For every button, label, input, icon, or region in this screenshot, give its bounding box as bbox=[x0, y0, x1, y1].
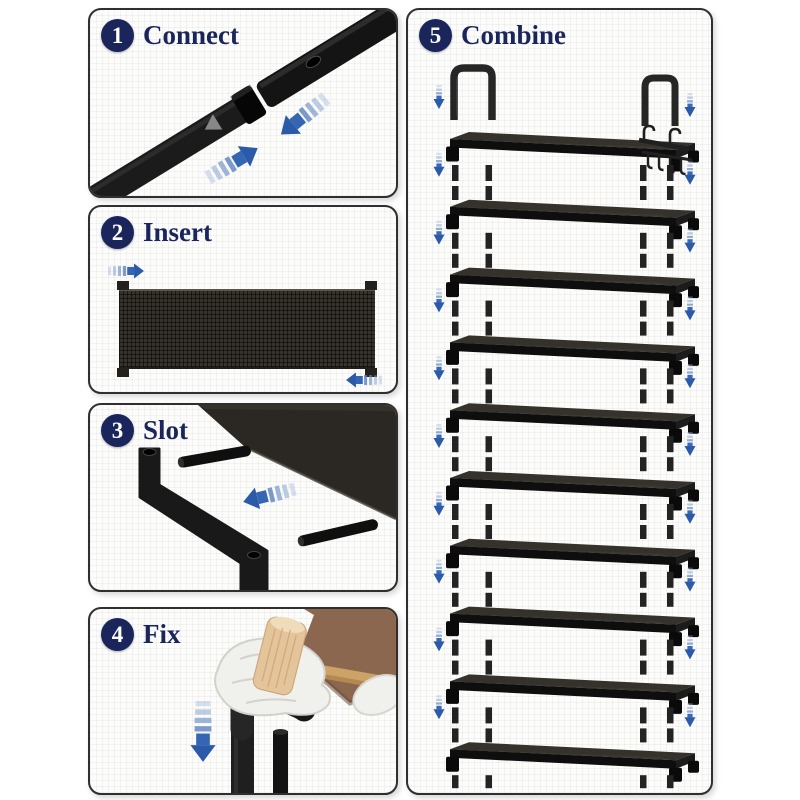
arrow-left-icon bbox=[346, 372, 382, 388]
pole-connect-illustration bbox=[90, 10, 396, 196]
mallet-head bbox=[252, 616, 307, 696]
arrow-down-icon bbox=[684, 93, 696, 117]
step-number-badge: 5 bbox=[419, 19, 452, 52]
shelf-tier bbox=[446, 403, 699, 472]
arrow-down-icon bbox=[433, 695, 445, 720]
shelf-tier bbox=[446, 674, 699, 743]
step-number-badge: 2 bbox=[101, 216, 134, 249]
step-title: Fix bbox=[143, 619, 181, 649]
shelf-tier bbox=[446, 132, 699, 200]
shelf-tier bbox=[446, 335, 699, 404]
shelf-tier bbox=[446, 606, 699, 675]
step-header: 1 Connect bbox=[101, 19, 239, 52]
arrow-down-icon bbox=[684, 160, 696, 185]
rack-tiers bbox=[446, 132, 699, 789]
arrow-down-icon bbox=[433, 559, 445, 584]
arrow-up-right-icon bbox=[201, 137, 264, 189]
side-hook-rack bbox=[638, 124, 693, 176]
mesh-shelf-panel bbox=[117, 281, 377, 377]
step-panel-fix: 4 Fix bbox=[88, 607, 398, 795]
arrow-down-icon bbox=[433, 356, 445, 381]
shelf-corner-tab bbox=[117, 368, 129, 377]
shelf-tube bbox=[177, 445, 251, 468]
arrow-down-icon bbox=[684, 499, 696, 524]
arrow-down-icon bbox=[433, 220, 445, 245]
top-handle-left bbox=[450, 64, 496, 120]
shelf-tier bbox=[446, 267, 699, 336]
shelf-corner-tab bbox=[365, 281, 377, 290]
step-panel-connect: 1 Connect bbox=[88, 8, 398, 198]
top-handle-right bbox=[641, 74, 679, 126]
step-number-badge: 3 bbox=[101, 414, 134, 447]
step-panel-combine: 5 Combine bbox=[406, 8, 713, 795]
arrow-down-icon bbox=[433, 288, 445, 313]
side-bracket bbox=[138, 447, 269, 590]
shelf-corner-tab bbox=[365, 368, 377, 377]
spring-clip bbox=[204, 114, 223, 130]
arrow-down-icon bbox=[433, 152, 445, 177]
arrow-down-icon bbox=[684, 432, 696, 456]
step-title: Connect bbox=[143, 20, 239, 50]
step-header: 3 Slot bbox=[101, 414, 188, 447]
step-header: 2 Insert bbox=[101, 216, 212, 249]
glove-right bbox=[352, 674, 396, 716]
arrow-down-icon bbox=[433, 424, 445, 448]
arrow-right-icon bbox=[108, 263, 144, 279]
step-panel-slot: 3 Slot bbox=[88, 403, 398, 592]
step-title: Insert bbox=[143, 217, 212, 247]
arrow-down-icon bbox=[190, 701, 216, 762]
step-title: Slot bbox=[143, 415, 189, 445]
shelf-tier bbox=[446, 471, 699, 539]
fabric-shelf bbox=[198, 405, 396, 519]
step-header: 4 Fix bbox=[101, 618, 181, 651]
arrow-left-icon bbox=[240, 478, 298, 513]
shelf-tier bbox=[446, 742, 699, 789]
arrow-down-icon bbox=[684, 703, 696, 728]
lower-tube bbox=[273, 731, 288, 793]
slot-illustration bbox=[138, 405, 396, 590]
rack-combine-illustration bbox=[433, 64, 699, 789]
step-number-badge: 1 bbox=[101, 19, 134, 52]
step-title: Combine bbox=[461, 20, 567, 50]
arrow-down-icon bbox=[433, 491, 445, 516]
step-panel-insert: 2 Insert bbox=[88, 205, 398, 394]
arrow-down-icon bbox=[684, 228, 696, 253]
arrow-down-icon bbox=[684, 296, 696, 321]
shelf-tube bbox=[297, 519, 379, 547]
arrow-down-icon bbox=[684, 567, 696, 592]
arrow-down-icon bbox=[684, 364, 696, 389]
shelf-tier bbox=[446, 199, 699, 268]
arrow-down-icon bbox=[433, 627, 445, 652]
step-header: 5 Combine bbox=[419, 19, 566, 52]
shelf-corner-tab bbox=[117, 281, 129, 290]
arrow-down-icon bbox=[433, 85, 445, 109]
arrow-down-icon bbox=[684, 635, 696, 660]
telescoping-pole bbox=[90, 10, 396, 196]
fix-illustration bbox=[190, 609, 396, 793]
step-number-badge: 4 bbox=[101, 618, 134, 651]
shelf-tier bbox=[446, 538, 699, 607]
